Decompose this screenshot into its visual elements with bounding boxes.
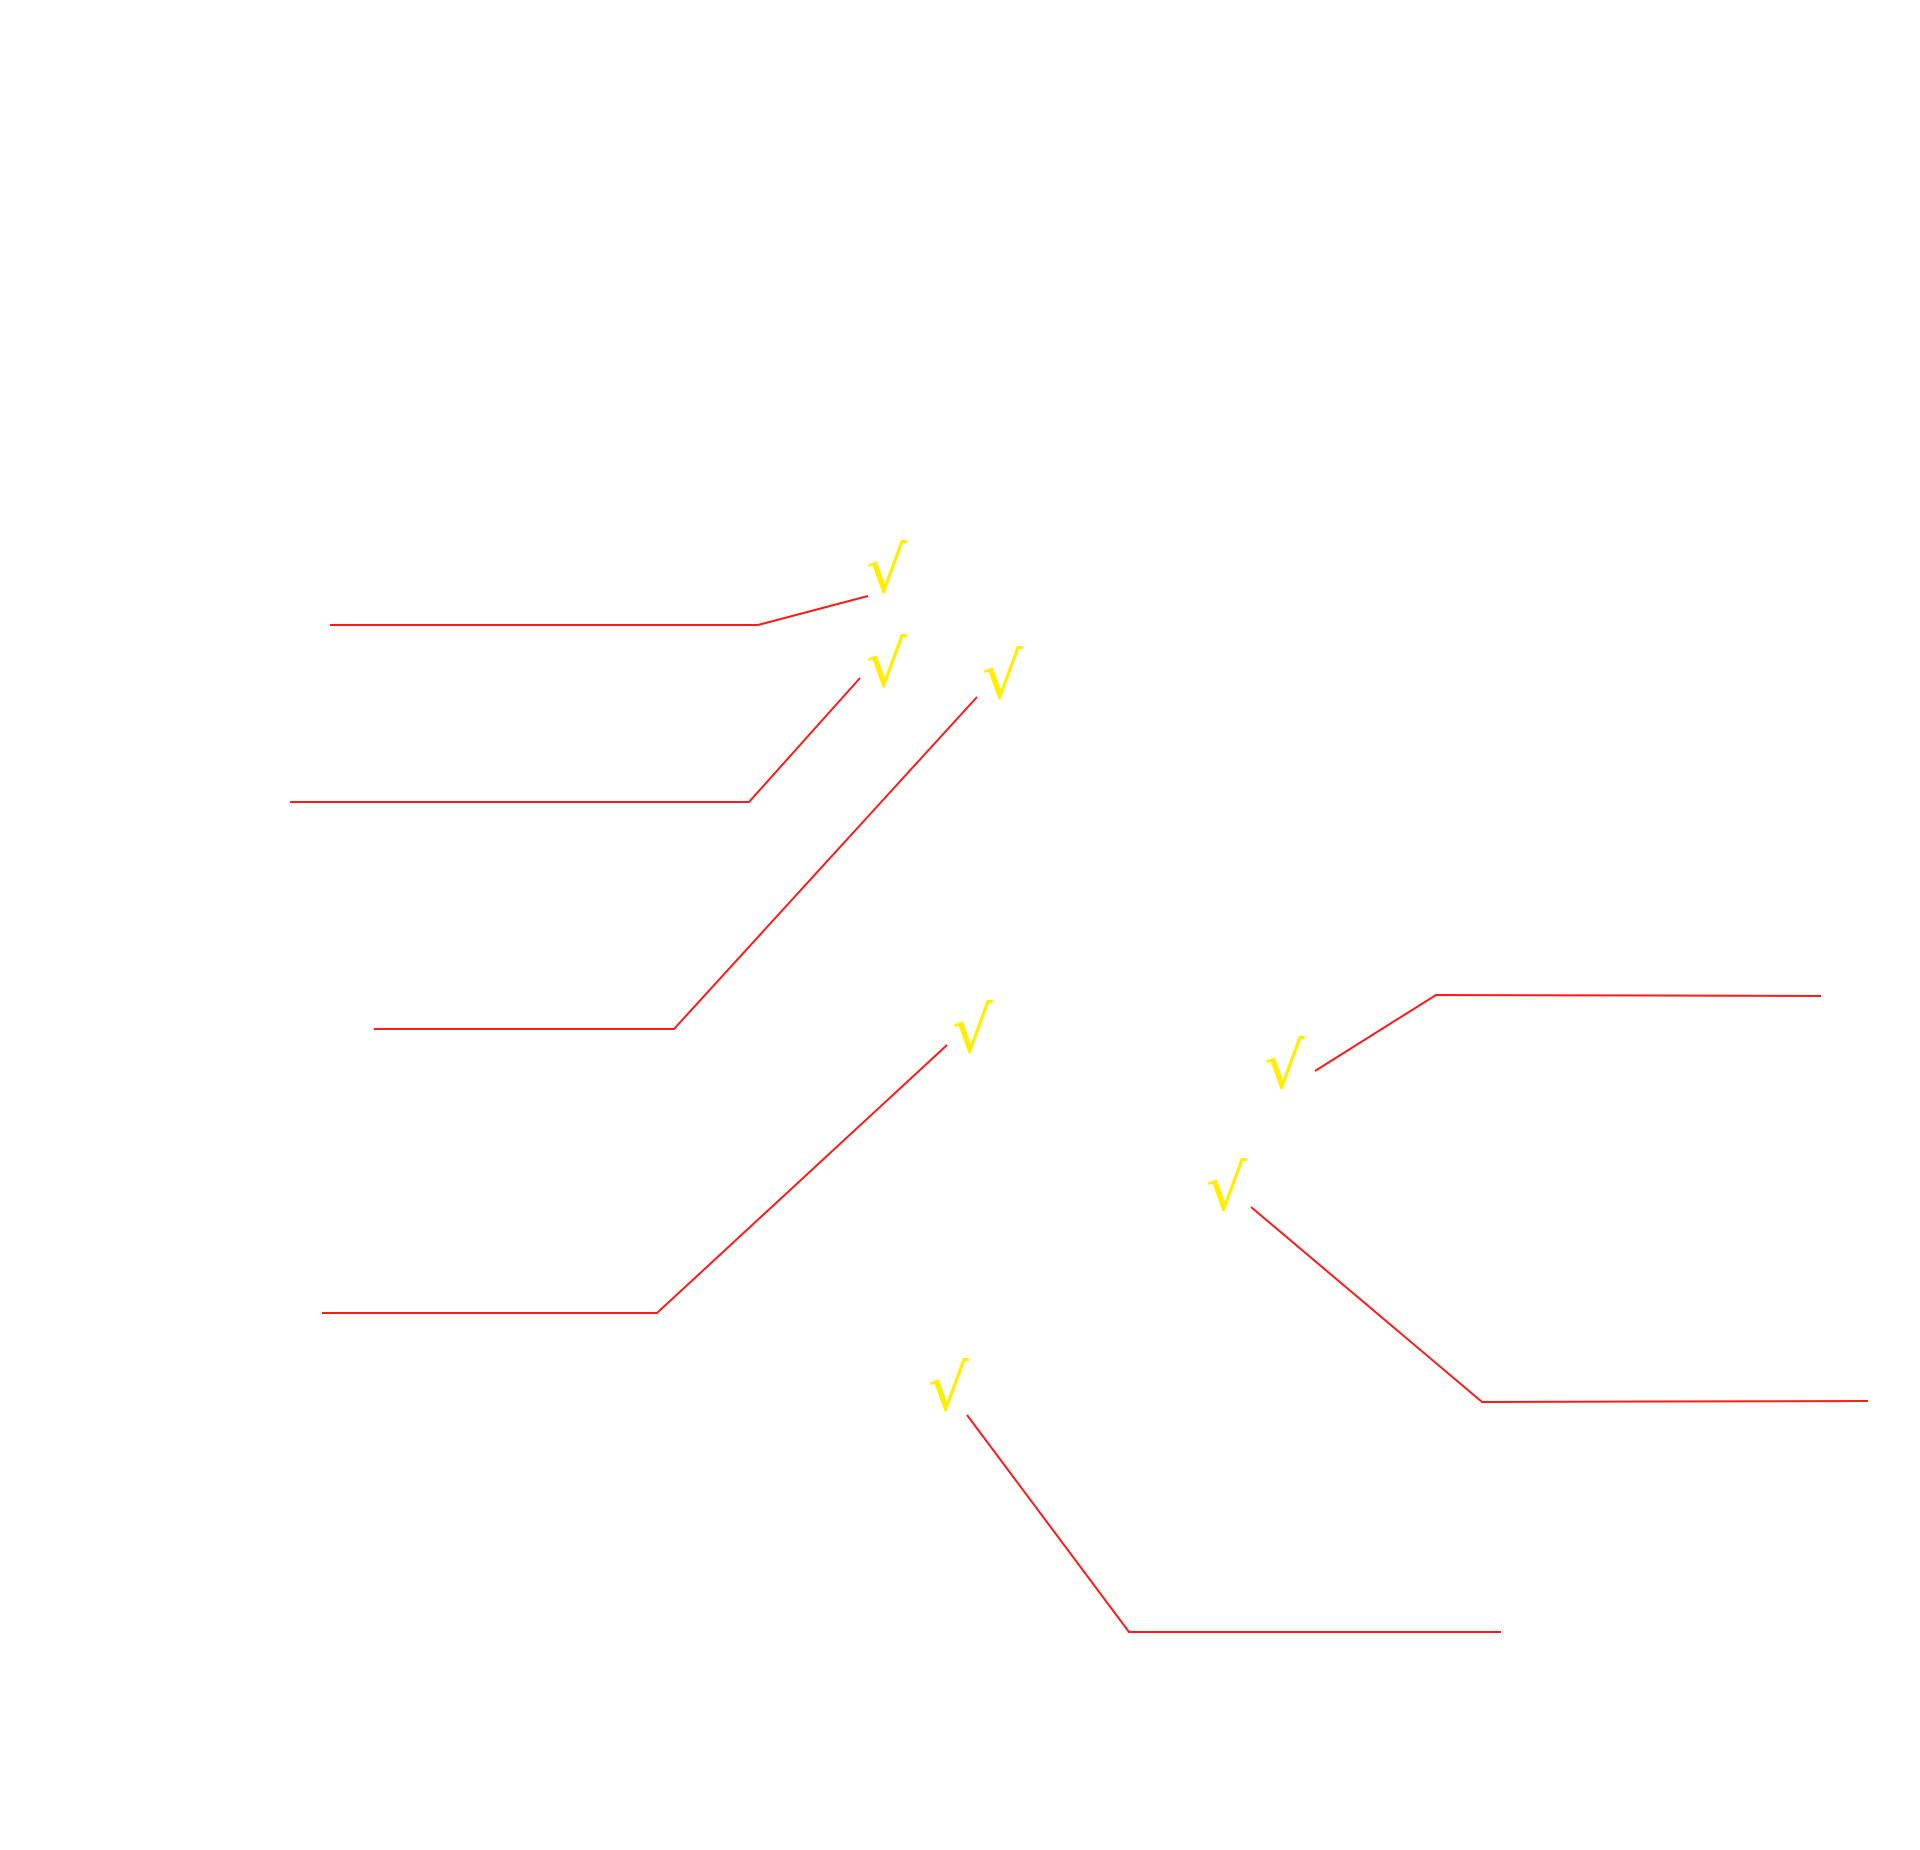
leader-line	[374, 696, 978, 1030]
annotation-6: √	[1206, 1152, 1869, 1404]
leader-line	[1314, 993, 1822, 1072]
leader-line	[966, 1414, 1501, 1633]
check-mark-icon: √	[1264, 1030, 1305, 1104]
annotation-3: √	[374, 640, 1023, 1030]
check-mark-icon: √	[982, 640, 1023, 714]
annotation-7: √	[928, 1352, 1501, 1633]
check-mark-icon: √	[1206, 1152, 1247, 1226]
leader-line	[330, 595, 869, 626]
check-mark-icon: √	[866, 534, 907, 608]
annotation-5: √	[1264, 993, 1822, 1104]
check-mark-icon: √	[928, 1352, 969, 1426]
check-mark-icon: √	[952, 994, 993, 1068]
annotation-2: √	[290, 628, 907, 803]
leader-line	[1250, 1206, 1869, 1404]
check-mark-icon: √	[866, 628, 907, 702]
annotation-4: √	[322, 994, 993, 1314]
annotation-1: √	[330, 534, 907, 626]
leader-line	[290, 677, 861, 803]
leader-line	[322, 1044, 948, 1314]
